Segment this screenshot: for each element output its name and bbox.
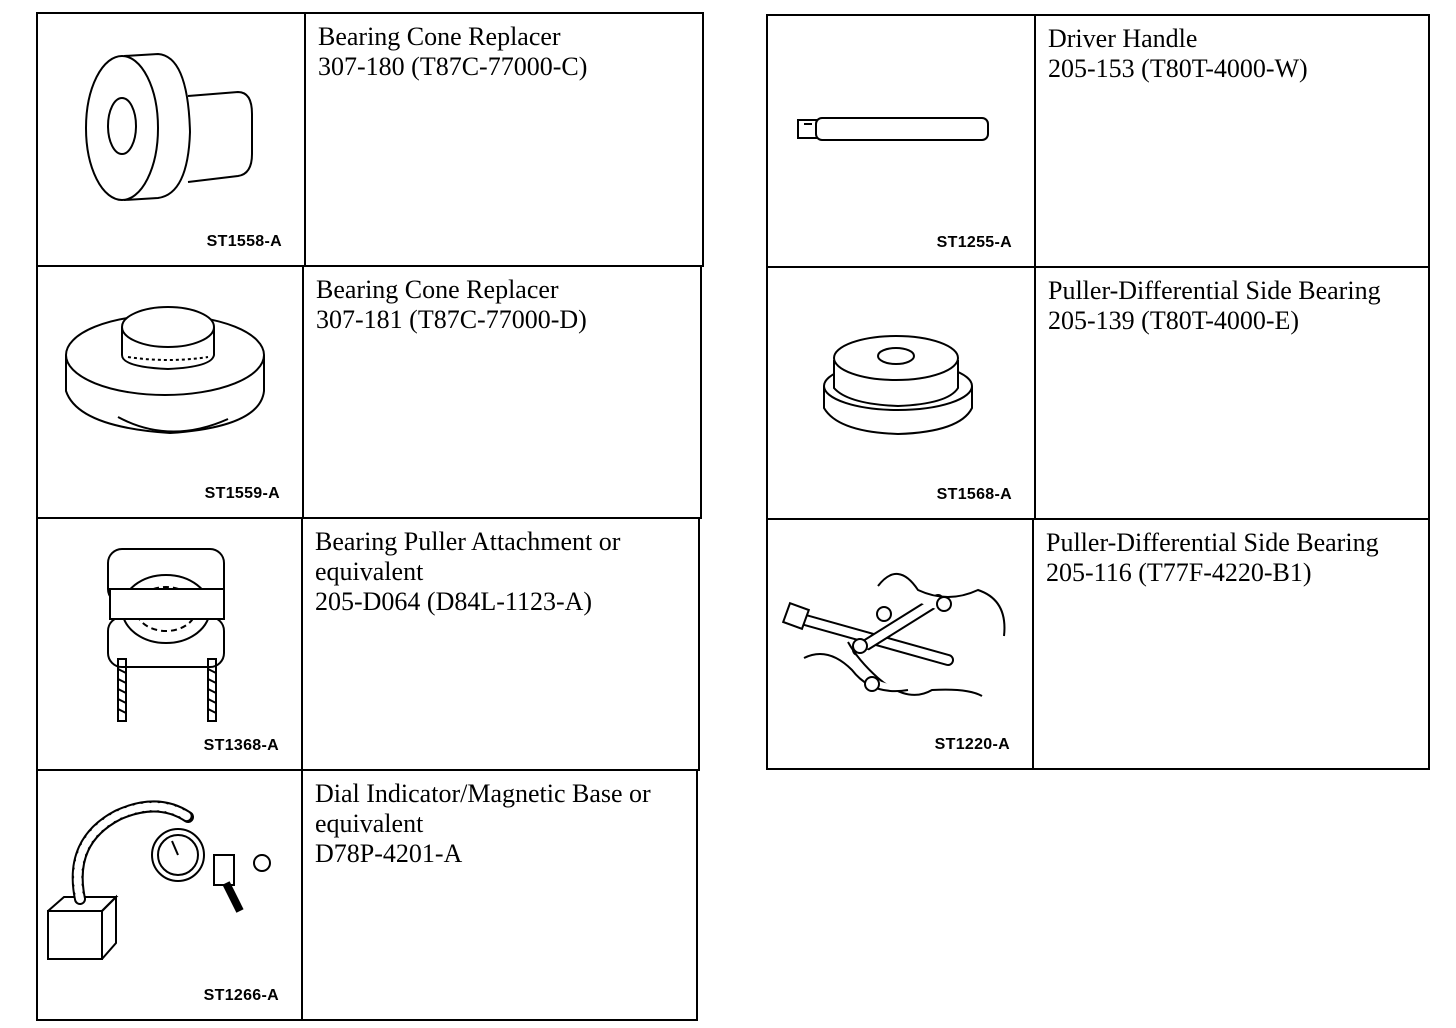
tool-description: Bearing Cone Replacer 307-181 (T87C-7700… (304, 267, 700, 517)
tool-part-number: 205-139 (T80T-4000-E) (1048, 306, 1300, 335)
figure-code: ST1266-A (203, 987, 279, 1004)
tool-part-number: 307-181 (T87C-77000-D) (316, 305, 587, 334)
tool-name: Driver Handle (1048, 24, 1198, 53)
tool-part-number: 205-153 (T80T-4000-W) (1048, 54, 1308, 83)
figure-code: ST1559-A (204, 485, 280, 502)
tool-description: Driver Handle 205-153 (T80T-4000-W) (1036, 16, 1428, 266)
tool-name-cont: equivalent (315, 557, 424, 586)
tool-description: Dial Indicator/Magnetic Base or equivale… (303, 771, 696, 1019)
figure-code: ST1368-A (203, 737, 279, 754)
tool-image-cell: ST1558-A (38, 14, 306, 265)
tool-row: ST1220-A Puller-Differential Side Bearin… (766, 518, 1430, 770)
tool-image-cell: ST1568-A (768, 268, 1036, 518)
tool-image-cell: ST1266-A (38, 771, 303, 1019)
bearing-puller-attachment-icon (38, 519, 301, 769)
tool-name-cont: equivalent (315, 809, 424, 838)
side-bearing-puller-icon (768, 520, 1032, 768)
tool-image-cell: ST1368-A (38, 519, 303, 769)
driver-handle-icon (768, 16, 1034, 266)
tool-part-number: 307-180 (T87C-77000-C) (318, 52, 588, 81)
tool-description: Puller-Differential Side Bearing 205-116… (1034, 520, 1428, 768)
tool-description: Bearing Cone Replacer 307-180 (T87C-7700… (306, 14, 702, 265)
tool-row: ST1558-A Bearing Cone Replacer 307-180 (… (36, 12, 704, 267)
tool-image-cell: ST1220-A (768, 520, 1034, 768)
tool-row: ST1568-A Puller-Differential Side Bearin… (766, 266, 1430, 520)
tool-name: Bearing Cone Replacer (318, 22, 561, 51)
figure-code: ST1220-A (934, 736, 1010, 753)
tool-image-cell: ST1255-A (768, 16, 1036, 266)
bearing-cone-replacer-ring-icon (38, 267, 302, 517)
tool-description: Bearing Puller Attachment or equivalent … (303, 519, 698, 769)
dial-indicator-icon (38, 771, 301, 1019)
tool-name: Dial Indicator/Magnetic Base or (315, 779, 651, 808)
tool-row: ST1255-A Driver Handle 205-153 (T80T-400… (766, 14, 1430, 268)
left-tool-table: ST1558-A Bearing Cone Replacer 307-180 (… (36, 12, 704, 1022)
tool-part-number: 205-D064 (D84L-1123-A) (315, 587, 593, 616)
tool-name: Puller-Differential Side Bearing (1046, 528, 1379, 557)
tool-name: Puller-Differential Side Bearing (1048, 276, 1381, 305)
figure-code: ST1558-A (206, 233, 282, 250)
tool-image-cell: ST1559-A (38, 267, 304, 517)
right-tool-table: ST1255-A Driver Handle 205-153 (T80T-400… (766, 14, 1430, 770)
tool-row: ST1368-A Bearing Puller Attachment or eq… (36, 517, 700, 771)
tool-name: Bearing Cone Replacer (316, 275, 559, 304)
bearing-cone-replacer-icon (38, 14, 304, 265)
tool-part-number: D78P-4201-A (315, 839, 463, 868)
tool-part-number: 205-116 (T77F-4220-B1) (1046, 558, 1312, 587)
tool-description: Puller-Differential Side Bearing 205-139… (1036, 268, 1428, 518)
tool-row: ST1266-A Dial Indicator/Magnetic Base or… (36, 769, 698, 1021)
figure-code: ST1255-A (936, 234, 1012, 251)
tool-row: ST1559-A Bearing Cone Replacer 307-181 (… (36, 265, 702, 519)
figure-code: ST1568-A (936, 486, 1012, 503)
tool-name: Bearing Puller Attachment or (315, 527, 621, 556)
side-bearing-puller-adapter-icon (768, 268, 1034, 518)
